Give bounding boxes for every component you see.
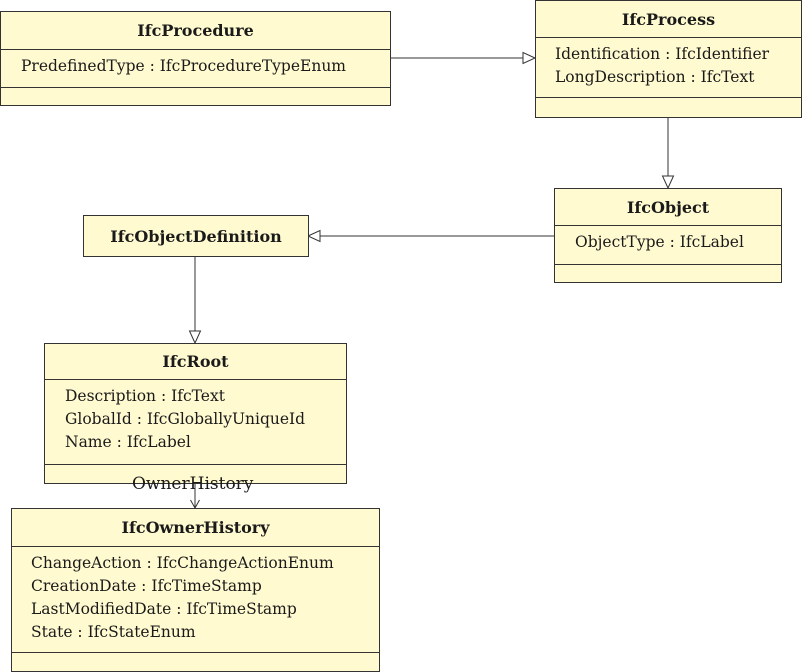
class-ifcprocedure-name: IfcProcedure bbox=[1, 12, 390, 50]
edge-object-to-objectdefinition bbox=[306, 229, 554, 243]
class-ifcroot: IfcRoot Description : IfcText GlobalId :… bbox=[44, 343, 347, 484]
class-ifcprocess: IfcProcess Identification : IfcIdentifie… bbox=[535, 0, 802, 118]
attribute: Identification : IfcIdentifier bbox=[555, 45, 770, 63]
class-ifcroot-name: IfcRoot bbox=[45, 344, 346, 380]
class-ifcprocedure: IfcProcedure PredefinedType : IfcProcedu… bbox=[0, 11, 391, 106]
edge-objectdefinition-to-root bbox=[188, 256, 202, 345]
attribute: Name : IfcLabel bbox=[65, 433, 191, 451]
association-label-ownerhistory: OwnerHistory bbox=[132, 474, 254, 494]
attribute: Description : IfcText bbox=[65, 387, 225, 405]
attribute: ObjectType : IfcLabel bbox=[575, 233, 744, 251]
edge-process-to-object bbox=[661, 117, 675, 190]
class-ifcobject: IfcObject ObjectType : IfcLabel bbox=[554, 188, 782, 283]
attribute: ChangeAction : IfcChangeActionEnum bbox=[31, 554, 334, 572]
class-ifcownerhistory-attributes: ChangeAction : IfcChangeActionEnum Creat… bbox=[12, 547, 379, 653]
class-ifcobject-attributes: ObjectType : IfcLabel bbox=[555, 226, 781, 265]
class-ifcownerhistory: IfcOwnerHistory ChangeAction : IfcChange… bbox=[11, 508, 380, 672]
class-ifcprocedure-attributes: PredefinedType : IfcProcedureTypeEnum bbox=[1, 50, 390, 88]
attribute: GlobalId : IfcGloballyUniqueId bbox=[65, 410, 306, 428]
edge-procedure-to-process bbox=[390, 51, 537, 65]
attribute: CreationDate : IfcTimeStamp bbox=[31, 577, 262, 595]
class-ifcownerhistory-name: IfcOwnerHistory bbox=[12, 509, 379, 547]
class-ifcobjectdefinition: IfcObjectDefinition bbox=[83, 215, 309, 257]
attribute: PredefinedType : IfcProcedureTypeEnum bbox=[21, 57, 347, 75]
attribute: LongDescription : IfcText bbox=[555, 68, 755, 86]
attribute: State : IfcStateEnum bbox=[31, 623, 196, 641]
class-ifcobjectdefinition-name: IfcObjectDefinition bbox=[110, 226, 282, 246]
class-ifcobject-name: IfcObject bbox=[555, 189, 781, 226]
class-ifcroot-attributes: Description : IfcText GlobalId : IfcGlob… bbox=[45, 380, 346, 465]
class-ifcprocess-name: IfcProcess bbox=[536, 1, 801, 38]
class-ifcprocess-attributes: Identification : IfcIdentifier LongDescr… bbox=[536, 38, 801, 98]
attribute: LastModifiedDate : IfcTimeStamp bbox=[31, 600, 297, 618]
